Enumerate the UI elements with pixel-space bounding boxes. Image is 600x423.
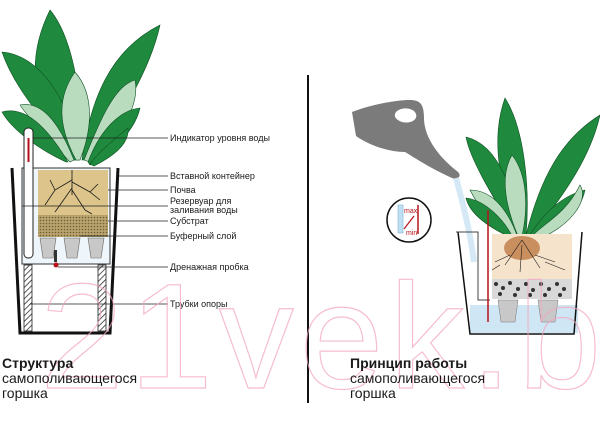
right-caption-title: Принцип работы	[350, 355, 468, 371]
right-caption-line2: самополивающегося	[350, 370, 486, 386]
left-plant-icon	[1, 9, 161, 167]
left-caption: Структура самополивающегося горшка	[2, 356, 137, 401]
label-buffer-layer: Буферный слой	[170, 231, 237, 241]
right-caption: Принцип работы самополивающегося горшка	[350, 356, 485, 401]
label-substrate: Субстрат	[170, 216, 209, 226]
label-support-tubes: Трубки опоры	[170, 299, 228, 309]
watering-can-icon	[352, 100, 460, 179]
left-pot	[10, 127, 120, 335]
label-water-reservoir: Резервуар для заливания воды	[170, 196, 238, 215]
right-caption-line3: горшка	[350, 385, 396, 401]
left-caption-title: Структура	[2, 355, 74, 371]
right-pot	[456, 210, 583, 335]
label-leader-lines	[22, 137, 168, 305]
label-soil: Почва	[170, 185, 196, 195]
right-plant-icon	[465, 97, 600, 243]
left-caption-line2: самополивающегося	[2, 370, 138, 386]
panel-divider	[307, 75, 309, 403]
left-caption-line3: горшка	[2, 385, 48, 401]
label-insert-container: Вставной контейнер	[170, 171, 255, 181]
label-water-level-indicator: Индикатор уровня воды	[170, 133, 270, 143]
label-drain-plug: Дренажная пробка	[170, 262, 249, 272]
indicator-max-label: max	[404, 208, 418, 215]
indicator-inset	[386, 197, 432, 243]
indicator-min-label: min	[406, 230, 418, 237]
